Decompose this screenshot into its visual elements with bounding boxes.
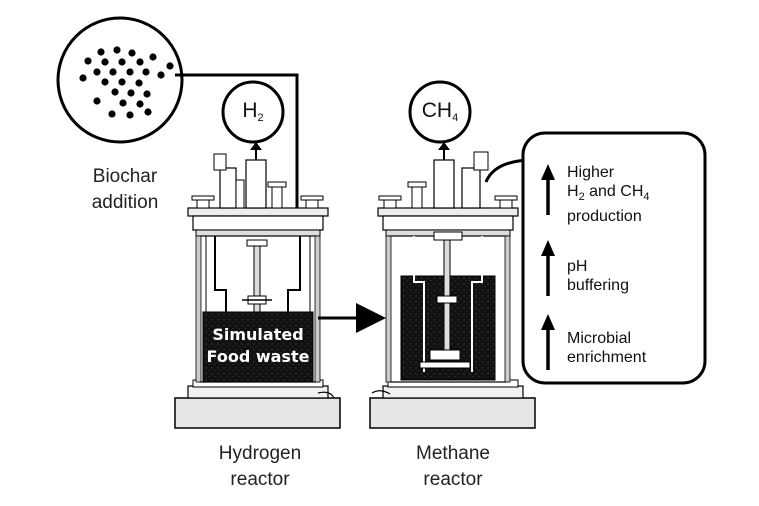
ch4-subscript: 4 xyxy=(452,112,459,124)
effect-higher-production: Higher H2 and CH4 production xyxy=(567,163,650,226)
effect-higher-ch: and CH xyxy=(584,183,644,200)
up-arrow-icon xyxy=(541,240,555,296)
biochar-label-line2: addition xyxy=(91,192,159,213)
food-waste-label: Simulated Food waste xyxy=(199,324,317,368)
methane-reactor-label: Methane reactor xyxy=(393,441,513,493)
food-waste-line1: Simulated xyxy=(212,325,304,344)
effect-higher-line1: Higher xyxy=(567,164,615,181)
effect-microbial-enrichment: Microbial enrichment xyxy=(567,329,646,367)
effect-higher-h: H xyxy=(567,183,579,200)
biochar-label-line1: Biochar xyxy=(92,166,158,187)
up-arrow-icon xyxy=(541,164,555,215)
methane-reactor xyxy=(369,142,536,429)
h2-subscript: 2 xyxy=(257,112,264,124)
effect-ph-buffering: pH buffering xyxy=(567,257,629,295)
h2-label: H2 xyxy=(213,99,293,124)
effect-higher-h-sub: 2 xyxy=(578,191,585,203)
up-arrow-icon xyxy=(541,314,555,370)
effect-higher-line2: H2 and CH4 xyxy=(567,182,650,207)
effects-box xyxy=(521,131,707,385)
methane-reactor-line2: reactor xyxy=(423,469,483,490)
effect-microbial-line2: enrichment xyxy=(567,349,647,366)
methane-reactor-line1: Methane xyxy=(416,443,490,464)
effect-higher-ch-sub: 4 xyxy=(643,191,650,203)
hydrogen-reactor-label: Hydrogen reactor xyxy=(200,441,320,493)
biochar-circle xyxy=(56,16,184,144)
biochar-particles xyxy=(79,46,174,119)
hydrogen-reactor-line2: reactor xyxy=(230,469,290,490)
ch4-base: CH xyxy=(421,99,453,122)
effect-ph-line2: buffering xyxy=(567,277,629,294)
h2-gas-circle xyxy=(221,80,285,144)
hydrogen-reactor xyxy=(174,142,341,429)
hydrogen-reactor-line1: Hydrogen xyxy=(218,443,302,464)
effect-ph-line1: pH xyxy=(567,258,588,275)
food-waste-line2: Food waste xyxy=(206,347,310,366)
effect-microbial-line1: Microbial xyxy=(567,330,632,347)
ch4-gas-circle xyxy=(408,80,472,144)
ch4-label: CH4 xyxy=(400,99,480,124)
effect-higher-line3: production xyxy=(567,208,642,225)
h2-base: H xyxy=(242,99,258,122)
biochar-label: Biochar addition xyxy=(70,164,180,216)
biochar-feed-line xyxy=(175,73,299,210)
